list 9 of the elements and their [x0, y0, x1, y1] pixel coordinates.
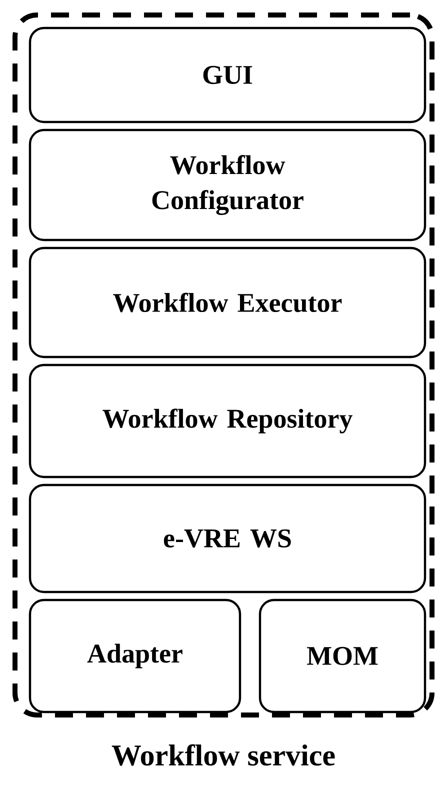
component-box: Workflow Executor [28, 246, 426, 358]
component-box: GUI [28, 26, 426, 124]
component-box: MOM [258, 598, 426, 714]
component-box: e-VRE WS [28, 484, 426, 594]
boundary-title: Workflow service [112, 744, 335, 766]
component-box: Workflow Configurator [28, 128, 426, 242]
component-box: Workflow Repository [28, 364, 426, 478]
component-box: Adapter [28, 598, 242, 714]
dashed-boundary [12, 12, 434, 718]
